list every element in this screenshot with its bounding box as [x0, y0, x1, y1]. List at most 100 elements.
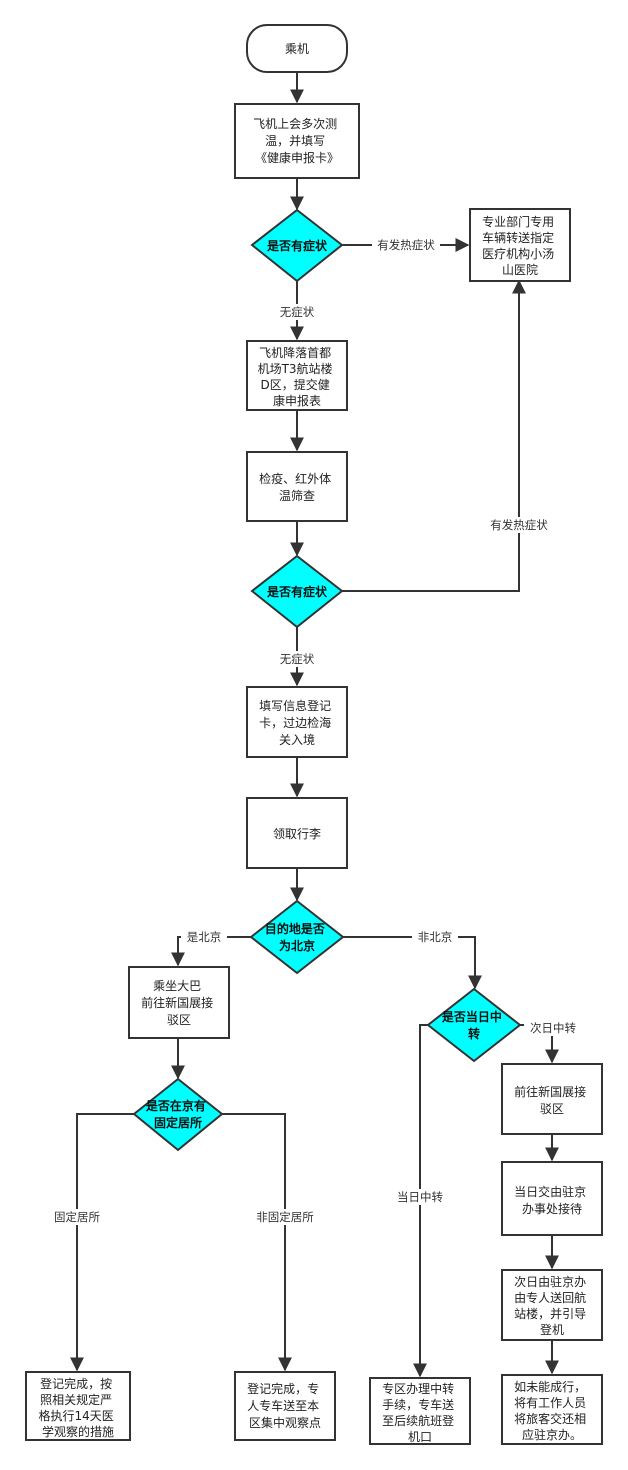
sameday-line-1: 是否当日中: [441, 1009, 502, 1024]
office-reception-node: 当日交由驻京 办事处接待: [501, 1161, 603, 1236]
fixed-result-line-2: 照相关规定严: [40, 1392, 112, 1407]
landing-line-3: D区，提交健: [260, 377, 329, 392]
svg-text:乘坐大巴 前往新国展接 驳区: 乘坐大巴 前往新国展接 驳区: [141, 979, 217, 1027]
edge-residence-nonfixed: [222, 1113, 292, 1372]
xinguozhan-line-2: 驳区: [540, 1102, 564, 1116]
fixed-result-line-4: 学观察的措施: [42, 1424, 114, 1439]
hospital-line-1: 专业部门专用: [482, 214, 554, 229]
label-is-beijing: 是北京: [187, 930, 222, 944]
symptom-check-decision-1: 是否有症状: [250, 208, 344, 283]
bus-line-2: 前往新国展接: [141, 995, 213, 1010]
nonfixed-result-line-3: 区集中观察点: [249, 1415, 321, 1430]
label-fever-2: 有发热症状: [490, 518, 548, 532]
label-nextday-transfer: 次日中转: [530, 1021, 576, 1035]
start-node: 乘机: [246, 24, 348, 73]
bus-node: 乘坐大巴 前往新国展接 驳区: [128, 966, 230, 1039]
dest-line-2: 为北京: [279, 938, 315, 953]
landing-line-2: 机场T3航站楼: [258, 361, 333, 376]
next-day-line-3: 站楼，并引导: [514, 1306, 586, 1321]
svg-text:乘机: 乘机: [285, 42, 309, 56]
destination-decision: 目的地是否 为北京: [249, 899, 345, 975]
baggage-claim-node: 领取行李: [246, 797, 348, 869]
edge-labels: 有发热症状 无症状 有发热症状 无症状 是北京 非北京 固定居所 非固定居所 当…: [48, 237, 582, 1225]
sameday-transfer-decision: 是否当日中 转: [426, 987, 522, 1063]
label-sameday-transfer: 当日中转: [397, 1190, 443, 1204]
office-line-2: 办事处接待: [522, 1201, 582, 1216]
cannot-travel-line-1: 如未能成行，: [514, 1379, 586, 1394]
check1-line-1: 是否有症状: [266, 238, 328, 253]
transfer-counter-line-1: 专区办理中转: [382, 1381, 454, 1396]
next-day-line-2: 由专人送回航: [514, 1290, 586, 1305]
baggage-line-1: 领取行李: [273, 826, 321, 841]
label-not-beijing: 非北京: [418, 930, 453, 944]
cannot-travel-line-2: 将有工作人员: [514, 1396, 586, 1410]
svg-text:登记完成，专 人专车送至本 区集中观: 登记完成，专 人专车送至本 区集中观察点: [247, 1381, 323, 1430]
label-not-fixed-residence: 非固定居所: [256, 1210, 314, 1224]
next-day-return-node: 次日由驻京办 由专人送回航 站楼，并引导 登机: [501, 1269, 603, 1341]
residence-line-1: 是否在京有: [145, 1098, 206, 1113]
svg-text:飞机上会多次测 温，并填写 《健康申: 飞机上会多次测 温，并填写 《健康申报卡》: [253, 117, 341, 165]
svg-text:是否在京有 固定居所: 是否在京有 固定居所: [145, 1098, 210, 1130]
hospital-line-3: 医疗机构小汤: [482, 246, 554, 261]
check2-line-1: 是否有症状: [266, 584, 328, 599]
svg-text:当日交由驻京 办事处接待: 当日交由驻京 办事处接待: [514, 1184, 590, 1216]
fixed-result-line-1: 登记完成，按: [40, 1376, 112, 1391]
cannot-travel-line-3: 将旅客交还相: [514, 1411, 586, 1426]
measure-temperature-node: 飞机上会多次测 温，并填写 《健康申报卡》: [234, 103, 360, 179]
measure-line-3: 《健康申报卡》: [255, 150, 339, 165]
quarantine-line-2: 温筛查: [279, 488, 315, 503]
quarantine-screening-node: 检疫、红外体 温筛查: [246, 451, 348, 522]
fill-form-line-2: 卡，过边检海: [259, 715, 331, 730]
office-line-1: 当日交由驻京: [514, 1184, 586, 1199]
svg-text:目的地是否 为北京: 目的地是否 为北京: [265, 921, 329, 953]
nonfixed-result-line-1: 登记完成，专: [247, 1381, 319, 1396]
next-day-line-1: 次日由驻京办: [514, 1274, 586, 1289]
cannot-travel-node: 如未能成行， 将有工作人员 将旅客交还相 应驻京办。: [501, 1374, 603, 1445]
hospital-line-4: 山医院: [502, 263, 538, 277]
fixed-residence-result-node: 登记完成，按 照相关规定严 格执行14天医 学观察的措施: [25, 1371, 131, 1441]
bus-line-3: 驳区: [167, 1013, 191, 1027]
residence-decision: 是否在京有 固定居所: [132, 1077, 224, 1152]
fill-form-node: 填写信息登记 卡，过边检海 关入境: [246, 686, 348, 758]
svg-text:前往新国展接 驳区: 前往新国展接 驳区: [514, 1084, 590, 1116]
transfer-counter-line-3: 至后续航班登: [382, 1413, 454, 1428]
svg-text:登记完成，按 照相关规定严 格执行1: 登记完成，按 照相关规定严 格执行14天医 学观察的措施: [38, 1376, 117, 1439]
landing-line-1: 飞机降落首都: [259, 346, 331, 360]
edge-dest-sameday: [343, 936, 482, 990]
label-no-symptom-2: 无症状: [280, 652, 315, 666]
nonfixed-residence-result-node: 登记完成，专 人专车送至本 区集中观察点: [234, 1371, 336, 1441]
quarantine-line-1: 检疫、红外体: [259, 471, 331, 486]
xinguozhan-line-1: 前往新国展接: [514, 1084, 586, 1099]
svg-text:是否当日中 转: 是否当日中 转: [441, 1009, 506, 1041]
sameday-line-2: 转: [468, 1026, 480, 1041]
start-line-1: 乘机: [285, 42, 309, 56]
hospital-line-2: 车辆转送指定: [482, 230, 554, 245]
svg-text:飞机降落首都 机场T3航站楼 D区，: 飞机降落首都 机场T3航站楼 D区，提交健 康申报表: [258, 346, 337, 408]
svg-text:如未能成行， 将有工作人员 将旅客交: 如未能成行， 将有工作人员 将旅客交还相 应驻京办。: [514, 1379, 590, 1442]
transfer-counter-line-4: 机口: [408, 1430, 432, 1444]
measure-line-1: 飞机上会多次测: [253, 117, 337, 131]
svg-text:专业部门专用 车辆转送指定 医疗机构: 专业部门专用 车辆转送指定 医疗机构小汤 山医院: [482, 214, 558, 277]
transfer-counter-node: 专区办理中转 手续，专车送 至后续航班登 机口: [369, 1377, 471, 1445]
landing-node: 飞机降落首都 机场T3航站楼 D区，提交健 康申报表: [246, 340, 348, 411]
edge-residence-fixed: [70, 1113, 134, 1372]
edge-sameday-transfer: [413, 1024, 428, 1378]
label-no-symptom-1: 无症状: [280, 305, 315, 319]
nonfixed-result-line-2: 人专车送至本: [247, 1398, 319, 1413]
label-fever-1: 有发热症状: [377, 238, 435, 252]
svg-text:领取行李: 领取行李: [273, 826, 321, 841]
residence-line-2: 固定居所: [154, 1115, 202, 1130]
bus-line-1: 乘坐大巴: [153, 979, 201, 993]
dest-line-1: 目的地是否: [265, 921, 325, 936]
fill-form-line-1: 填写信息登记: [259, 698, 331, 713]
label-fixed-residence: 固定居所: [54, 1210, 100, 1224]
svg-text:次日由驻京办 由专人送回航 站楼，并: 次日由驻京办 由专人送回航 站楼，并引导 登机: [514, 1274, 590, 1337]
svg-text:填写信息登记 卡，过边检海 关入境: 填写信息登记 卡，过边检海 关入境: [259, 698, 335, 747]
svg-text:专区办理中转 手续，专车送 至后续航: 专区办理中转 手续，专车送 至后续航班登 机口: [382, 1381, 458, 1444]
measure-line-2: 温，并填写: [265, 134, 325, 148]
svg-text:检疫、红外体 温筛查: 检疫、红外体 温筛查: [259, 471, 335, 503]
landing-line-4: 康申报表: [273, 393, 321, 408]
symptom-check-decision-2: 是否有症状: [250, 554, 344, 629]
hospital-transfer-node: 专业部门专用 车辆转送指定 医疗机构小汤 山医院: [469, 208, 571, 282]
